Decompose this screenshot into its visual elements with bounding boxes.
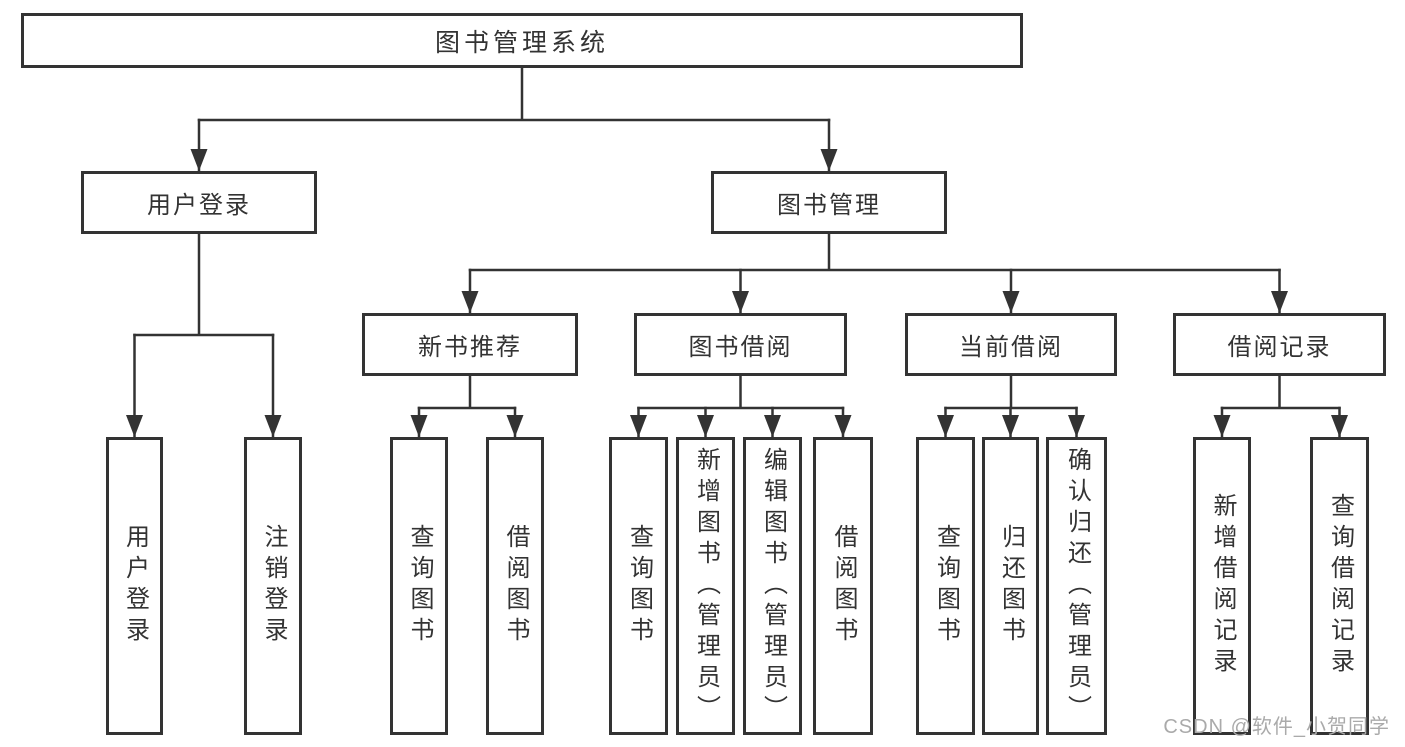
leaf-query-borrow-record: 查询借阅记录 (1310, 437, 1369, 735)
leaf-user-login: 用户登录 (106, 437, 163, 735)
node-new-book-recommendation: 新书推荐 (362, 313, 578, 376)
leaf-logout: 注销登录 (244, 437, 302, 735)
leaf-confirm-return-admin: 确认归还（管理员） (1046, 437, 1107, 735)
leaf-return-books: 归还图书 (982, 437, 1039, 735)
node-book-borrowing: 图书借阅 (634, 313, 847, 376)
node-library-management-system: 图书管理系统 (21, 13, 1023, 68)
watermark: CSDN @软件_小贺同学 (1163, 716, 1390, 738)
leaf-edit-book-admin: 编辑图书（管理员） (743, 437, 802, 735)
node-user-login: 用户登录 (81, 171, 317, 234)
node-current-borrowing: 当前借阅 (905, 313, 1117, 376)
leaf-borrow-books: 借阅图书 (813, 437, 873, 735)
leaf-add-book-admin: 新增图书（管理员） (676, 437, 735, 735)
leaf-query-books: 查询图书 (609, 437, 668, 735)
leaf-borrow-books: 借阅图书 (486, 437, 544, 735)
leaf-add-borrow-record: 新增借阅记录 (1193, 437, 1251, 735)
leaf-query-books: 查询图书 (390, 437, 448, 735)
leaf-query-books: 查询图书 (916, 437, 975, 735)
node-borrowing-records: 借阅记录 (1173, 313, 1386, 376)
node-book-management: 图书管理 (711, 171, 947, 234)
